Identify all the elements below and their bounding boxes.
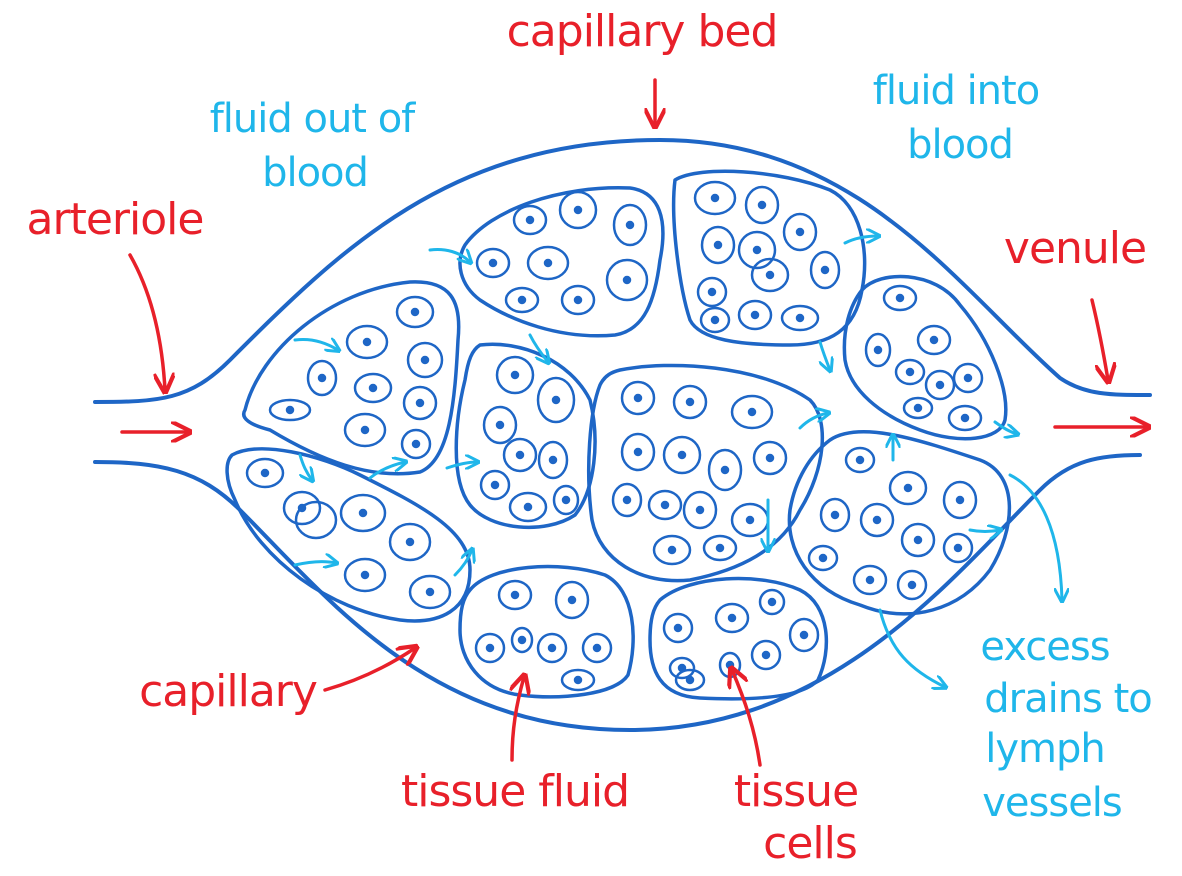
fluid-arrow [293,339,338,350]
fluid-arrow [298,453,312,480]
fluid-arrow [368,462,405,480]
fluid-arrow [428,248,470,263]
tissue-fluid-pointer [512,677,524,762]
label-excess-line2: drains to [984,676,1152,722]
cell-group [474,579,613,692]
tissue-clusters [225,169,1012,701]
cell-cluster [454,342,597,530]
label-tissue-cells-line2: cells [763,818,857,869]
label-arteriole: arteriole [27,194,204,245]
lymph-drain-arrows [878,473,1062,687]
tissue-cells [245,180,984,692]
cell-group [864,284,984,432]
cell-cluster [648,576,829,701]
fluid-arrow [293,562,336,565]
label-fluid-in-line2: blood [907,122,1013,168]
cell-cluster [458,564,635,699]
venule-pointer [1090,298,1108,380]
tissue-cells-pointer [732,670,762,767]
cell-cluster [225,447,472,623]
capillary-pointer [323,648,415,692]
lymph-arrow [878,608,945,687]
arteriole-pointer [128,253,165,390]
cell-cluster [586,363,825,583]
cell-group [479,355,580,523]
cell-group [807,446,978,601]
fluid-arrow [993,420,1017,434]
labels: capillary bed fluid out of blood fluid i… [27,6,1153,869]
fluid-arrow [445,462,477,468]
arteriole-top-wall [93,138,1152,404]
cell-group [611,380,788,566]
label-fluid-out-line2: blood [262,150,368,196]
fluid-arrow [528,333,548,362]
cell-group [245,457,452,610]
fluid-arrow [453,550,472,577]
cell-group [662,588,820,692]
label-tissue-cells-line1: tissue [734,766,858,817]
label-excess-line3: lymph [985,726,1105,772]
fluid-arrow [818,340,830,370]
label-tissue-fluid: tissue fluid [401,766,629,817]
cell-group [475,190,649,316]
cell-cluster [787,429,1012,616]
capillary-bed-outline [93,138,1152,732]
label-arrows [120,78,1147,767]
fluid-arrow [798,413,828,430]
fluid-arrow [968,530,1000,532]
fluid-flow-arrows [293,236,1017,577]
label-venule: venule [1004,223,1146,274]
label-fluid-out-line1: fluid out of [210,96,416,142]
cell-cluster [842,274,1008,441]
arteriole-bottom-wall [93,453,1142,732]
cell-group [693,180,841,334]
label-excess-line4: vessels [982,780,1122,826]
fluid-arrow [843,236,878,245]
label-fluid-in-line1: fluid into [873,68,1039,114]
label-excess-line1: excess [980,624,1109,670]
label-capillary-bed: capillary bed [507,6,778,57]
cell-group [268,295,444,460]
lymph-arrow [1008,473,1062,600]
cell-cluster [242,280,461,476]
cell-cluster [671,169,867,347]
label-capillary: capillary [139,666,317,717]
